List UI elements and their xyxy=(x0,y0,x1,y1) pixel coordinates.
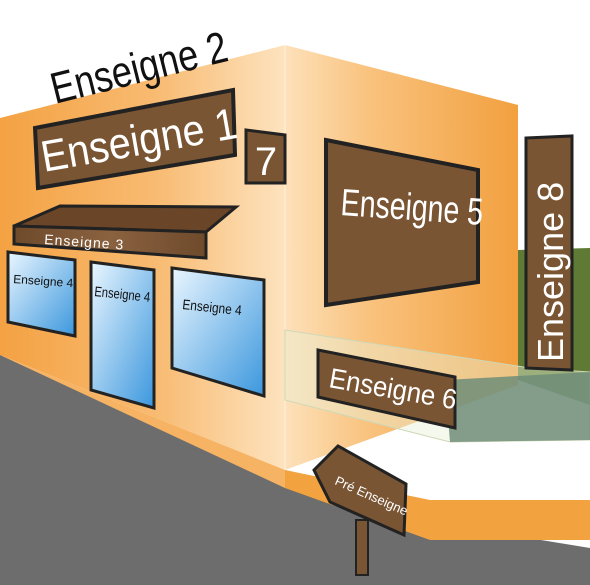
sign-4-door-label: Enseigne 4 xyxy=(94,284,151,305)
sign-6-panel xyxy=(316,348,457,430)
sign-3-label: Enseigne 3 xyxy=(44,231,125,253)
door-center xyxy=(89,260,156,410)
sign-3-panel xyxy=(12,224,208,260)
sign-8-panel xyxy=(524,134,574,372)
sign-5-label: Enseigne 5 xyxy=(339,182,484,234)
sign-4-left-label: Enseigne 4 xyxy=(13,272,74,290)
sign-7-panel xyxy=(244,128,287,185)
sign-7-label: 7 xyxy=(255,140,277,184)
window-left xyxy=(6,250,77,338)
sign-4-right-label: Enseigne 4 xyxy=(182,296,243,318)
window-right xyxy=(170,266,266,399)
pre-sign-post xyxy=(355,519,369,576)
vitrine-plane-green xyxy=(445,372,590,442)
pre-sign-panel xyxy=(312,444,408,538)
sign-1-panel xyxy=(32,87,238,191)
sign-5-panel xyxy=(324,137,480,308)
sign-8-label: Enseigne 8 xyxy=(530,182,571,362)
